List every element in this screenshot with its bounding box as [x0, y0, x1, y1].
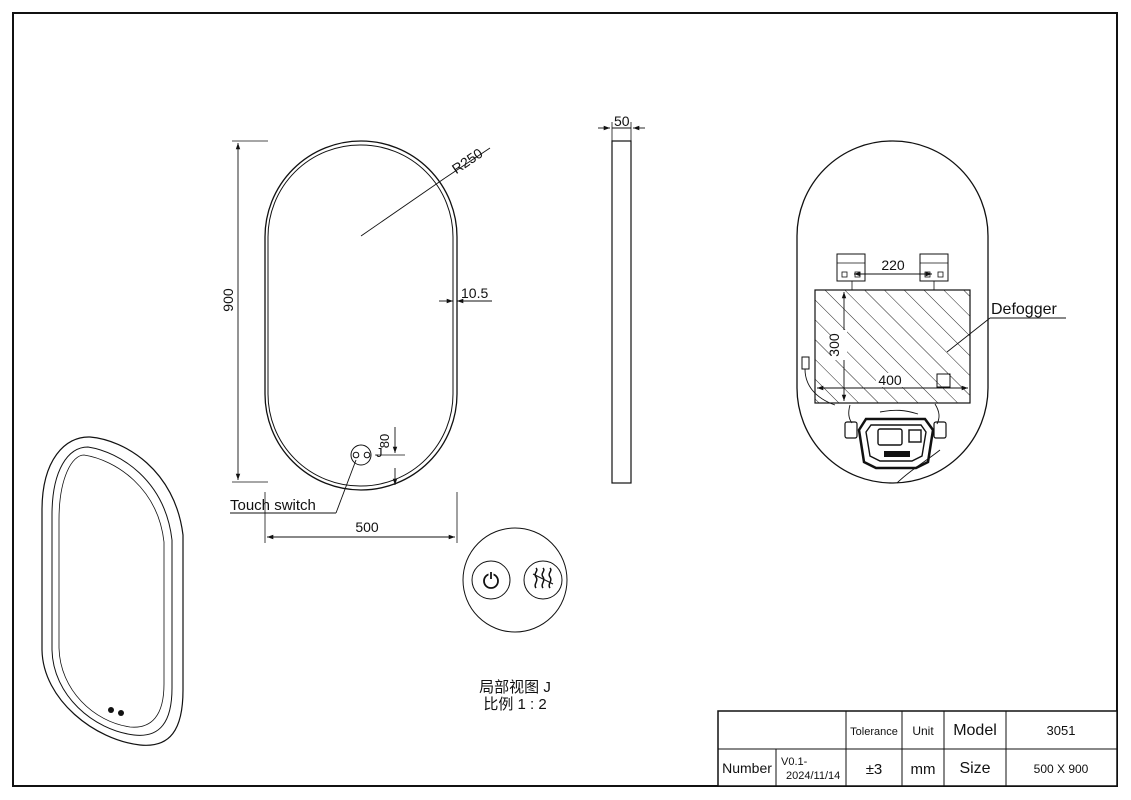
power-button	[471, 560, 511, 600]
defog-button	[523, 560, 563, 600]
defogger-label: Defogger	[991, 301, 1057, 318]
size-value: 500 X 900	[1034, 762, 1089, 776]
sheet-border	[12, 12, 1118, 787]
front-mirror-inner	[267, 144, 454, 487]
unit-label: Unit	[912, 724, 934, 738]
driver-box	[844, 403, 947, 484]
rear-view: 220 300 400 Defogger	[796, 140, 1066, 484]
switch-offset-dimension: 80	[377, 434, 392, 448]
perspective-view	[41, 436, 184, 746]
defog-heat-icon	[532, 567, 554, 589]
unit-value: mm	[911, 761, 936, 778]
radius-label: R250	[449, 145, 486, 177]
touch-switch-housing	[350, 444, 372, 466]
detail-marker: J	[376, 445, 383, 460]
front-view: R250 900 10.5 J 80 Touch switch 500	[220, 140, 492, 543]
detail-circle	[462, 527, 568, 633]
tolerance-label: Tolerance	[850, 726, 898, 738]
mounting-bracket-right	[919, 253, 949, 282]
height-dimension: 900	[220, 288, 236, 312]
detail-view-scale: 比例 1 : 2	[483, 696, 546, 713]
version-line2: 2024/11/14	[786, 770, 840, 782]
version-line1: V0.1-	[781, 756, 808, 768]
depth-dimension: 50	[614, 113, 630, 129]
width-dimension: 500	[355, 519, 379, 535]
side-view: 50	[598, 113, 645, 484]
defogger-height-dimension: 300	[826, 333, 842, 357]
frame-width-dimension: 10.5	[461, 285, 488, 301]
front-mirror-outer	[264, 140, 458, 491]
rear-mirror-outline	[796, 140, 989, 484]
tolerance-value: ±3	[866, 761, 883, 778]
bracket-spacing-dimension: 220	[881, 257, 905, 273]
model-value: 3051	[1047, 723, 1076, 738]
touch-switch-label: Touch switch	[230, 497, 316, 514]
detail-view-title: 局部视图 J	[479, 679, 551, 696]
power-icon	[483, 571, 499, 589]
detail-view-j: 局部视图 J 比例 1 : 2	[462, 527, 568, 713]
model-label: Model	[953, 722, 997, 739]
size-label: Size	[959, 760, 990, 777]
title-block: Tolerance Unit Model 3051 Number V0.1- 2…	[717, 710, 1118, 787]
side-profile	[611, 140, 632, 484]
defogger-width-dimension: 400	[878, 372, 902, 388]
mounting-bracket-left	[836, 253, 866, 282]
number-label: Number	[722, 760, 772, 776]
